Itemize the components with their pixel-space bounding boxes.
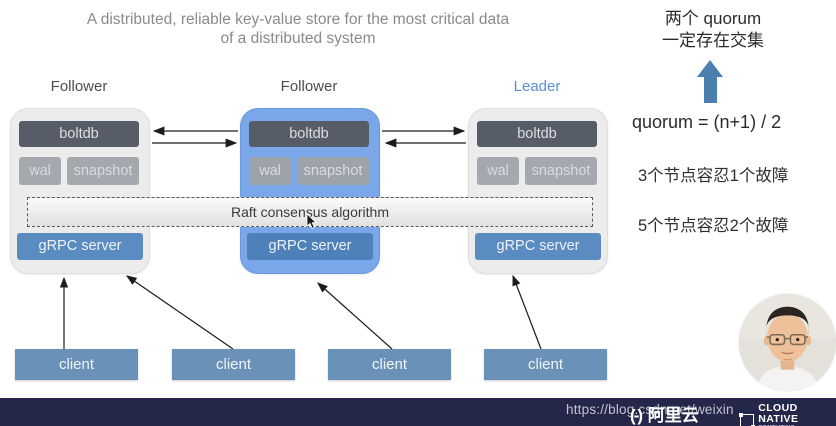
grpc-server-box: gRPC server bbox=[247, 233, 373, 260]
grpc-server-box: gRPC server bbox=[475, 233, 601, 260]
watermark-url: https://blog.csdn.net/weixin bbox=[566, 402, 734, 417]
node-label-follower-2: Follower bbox=[280, 78, 338, 95]
presenter-avatar bbox=[739, 294, 836, 391]
up-arrow-icon bbox=[704, 76, 717, 103]
node-follower-2: boltdb wal snapshot gRPC server bbox=[240, 108, 380, 274]
footer-bar bbox=[0, 398, 836, 426]
node-follower-1: boltdb wal snapshot gRPC server bbox=[10, 108, 150, 274]
cncf-logo: CLOUD NATIVE COMPUTING FOUNDATION bbox=[739, 403, 836, 426]
snapshot-box: snapshot bbox=[525, 157, 597, 185]
quorum-note: 两个 quorum 一定存在交集 bbox=[628, 8, 798, 52]
cncf-text: CLOUD NATIVE COMPUTING FOUNDATION bbox=[758, 403, 836, 426]
snapshot-box: snapshot bbox=[297, 157, 369, 185]
slide-title-line1: A distributed, reliable key-value store … bbox=[86, 11, 510, 28]
grpc-server-box: gRPC server bbox=[17, 233, 143, 260]
cncf-icon bbox=[739, 412, 756, 426]
client-request-arrows bbox=[59, 274, 542, 350]
cncf-text-line1: CLOUD NATIVE bbox=[758, 402, 799, 425]
quorum-note-line2: 一定存在交集 bbox=[662, 31, 764, 50]
boltdb-box: boltdb bbox=[19, 121, 139, 147]
wal-box: wal bbox=[19, 157, 61, 185]
node-label-follower-1: Follower bbox=[50, 78, 108, 95]
node-leader: boltdb wal snapshot gRPC server bbox=[468, 108, 608, 274]
alibaba-cloud-icon: (-) bbox=[630, 406, 643, 425]
wal-box: wal bbox=[249, 157, 291, 185]
node-label-leader: Leader bbox=[513, 78, 561, 95]
wal-box: wal bbox=[477, 157, 519, 185]
client-box-2: client bbox=[172, 349, 295, 380]
slide-title-line2: of a distributed system bbox=[220, 30, 376, 47]
quorum-formula: quorum = (n+1) / 2 bbox=[632, 112, 782, 132]
snapshot-box: snapshot bbox=[67, 157, 139, 185]
mouse-cursor-icon bbox=[306, 214, 317, 230]
fact-3-nodes: 3个节点容忍1个故障 bbox=[638, 167, 789, 185]
slide-title: A distributed, reliable key-value store … bbox=[28, 10, 568, 48]
client-box-1: client bbox=[15, 349, 138, 380]
client-box-3: client bbox=[328, 349, 451, 380]
up-arrow-icon bbox=[697, 60, 723, 77]
fact-5-nodes: 5个节点容忍2个故障 bbox=[638, 217, 789, 235]
client-box-4: client bbox=[484, 349, 607, 380]
presenter-face bbox=[739, 294, 836, 391]
alibaba-cloud-label: 阿里云 bbox=[647, 406, 699, 425]
alibaba-cloud-logo: (-) 阿里云 bbox=[630, 401, 699, 426]
boltdb-box: boltdb bbox=[477, 121, 597, 147]
quorum-note-line1: 两个 quorum bbox=[664, 9, 762, 28]
boltdb-box: boltdb bbox=[249, 121, 369, 147]
